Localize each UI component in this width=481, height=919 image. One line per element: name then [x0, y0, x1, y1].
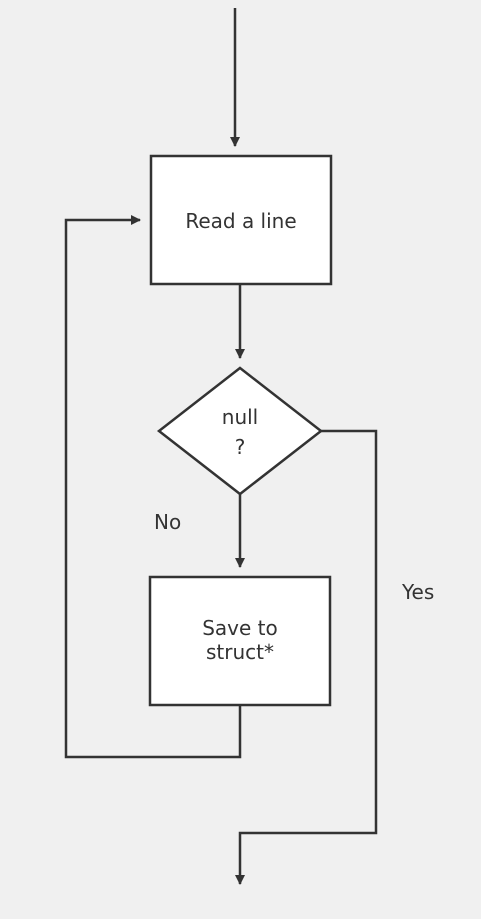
null-decision-label-line2: ? — [234, 435, 246, 459]
yes-branch-arrow — [235, 429, 378, 885]
save-struct-label: Save to struct* — [202, 616, 278, 664]
loop-back-arrow — [64, 215, 242, 759]
yes-branch-label: Yes — [402, 580, 435, 604]
read-line-label: Read a line — [185, 209, 297, 233]
null-decision-label-line1: null — [221, 405, 259, 429]
null-decision-diamond — [156, 366, 324, 496]
no-branch-label: No — [154, 510, 182, 534]
save-struct-box — [148, 575, 332, 707]
